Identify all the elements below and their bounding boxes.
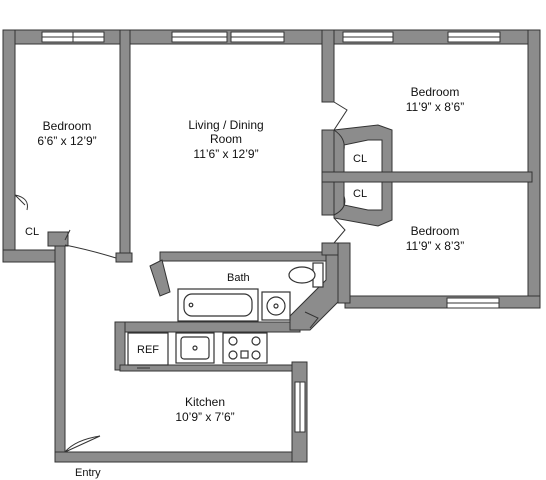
window [230, 31, 285, 43]
door-bedroom-top-right [333, 101, 348, 131]
closet-label-upper: CL [353, 153, 367, 165]
door-closet-lower [333, 195, 346, 216]
door-closet-upper [333, 129, 345, 151]
room-kitchen: Kitchen 10’9” x 7’6” [175, 395, 234, 424]
window [41, 31, 105, 43]
entry-label: Entry [75, 467, 101, 479]
window [447, 31, 501, 43]
room-bedroom-left: Bedroom 6’6” x 12’9” [37, 119, 96, 148]
refrigerator [127, 332, 169, 369]
kitchen-sink [175, 332, 215, 364]
room-name: Bedroom [43, 119, 92, 133]
room-dims: 6’6” x 12’9” [37, 134, 96, 148]
room-bedroom-top-right: Bedroom 11’9” x 8’6” [406, 85, 464, 114]
window [171, 31, 228, 43]
door-bedroom-bottom-right [333, 217, 346, 244]
toilet [288, 262, 324, 288]
room-dims: 11’6” x 12’9” [193, 147, 258, 161]
room-name: Bedroom [411, 224, 460, 238]
room-dims: 10’9” x 7’6” [175, 410, 234, 424]
bath-sink [261, 291, 291, 321]
room-name-line1: Living / Dining [188, 118, 263, 132]
window [446, 297, 500, 309]
windows [41, 31, 501, 433]
door-bath [304, 311, 319, 329]
door-bedroom-left [64, 229, 117, 259]
doors [14, 101, 348, 453]
bathtub [177, 288, 259, 322]
door-closet-left [14, 194, 28, 211]
door-entry [64, 435, 101, 453]
room-name: Kitchen [185, 395, 225, 409]
walls [2, 29, 541, 463]
closet-label-lower: CL [353, 188, 367, 200]
window [294, 381, 306, 433]
room-dims: 11’9” x 8’6” [406, 100, 464, 114]
room-living-dining: Living / Dining Room 11’6” x 12’9” [188, 118, 263, 161]
room-bedroom-bottom-right: Bedroom 11’9” x 8’3” [406, 224, 464, 253]
window [342, 31, 394, 43]
closet-label-left: CL [25, 226, 39, 238]
room-name: Bedroom [411, 85, 460, 99]
bath-label: Bath [227, 272, 250, 284]
ref-label: REF [137, 344, 159, 356]
room-dims: 11’9” x 8’3” [406, 239, 464, 253]
room-name-line2: Room [210, 132, 242, 146]
stove [222, 332, 268, 364]
